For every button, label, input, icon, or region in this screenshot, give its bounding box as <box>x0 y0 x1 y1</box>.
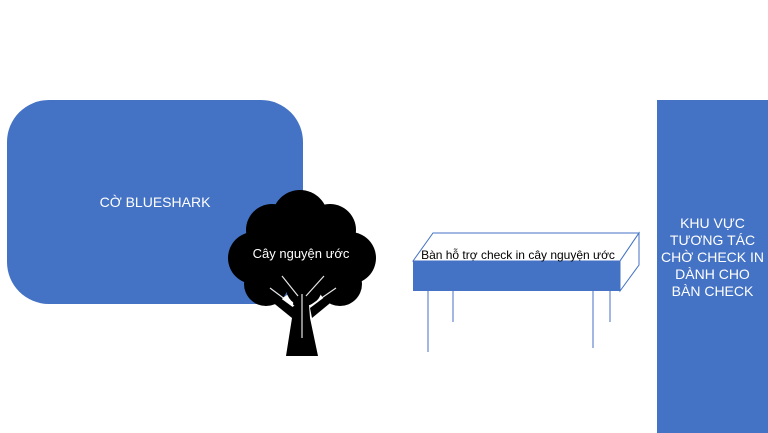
tree-label: Cây nguyện ước <box>252 246 350 261</box>
table-icon <box>412 231 640 352</box>
waiting-zone-box <box>657 100 768 433</box>
checkin-table-label: Bàn hỗ trợ check in cây nguyện ước <box>421 248 615 262</box>
tree-icon <box>228 190 376 356</box>
blueshark-flag-label: CỜ BLUESHARK <box>99 194 211 210</box>
waiting-zone-label: KHU VỰC TƯƠNG TÁC CHỜ CHECK IN DÀNH CHO … <box>660 215 764 299</box>
